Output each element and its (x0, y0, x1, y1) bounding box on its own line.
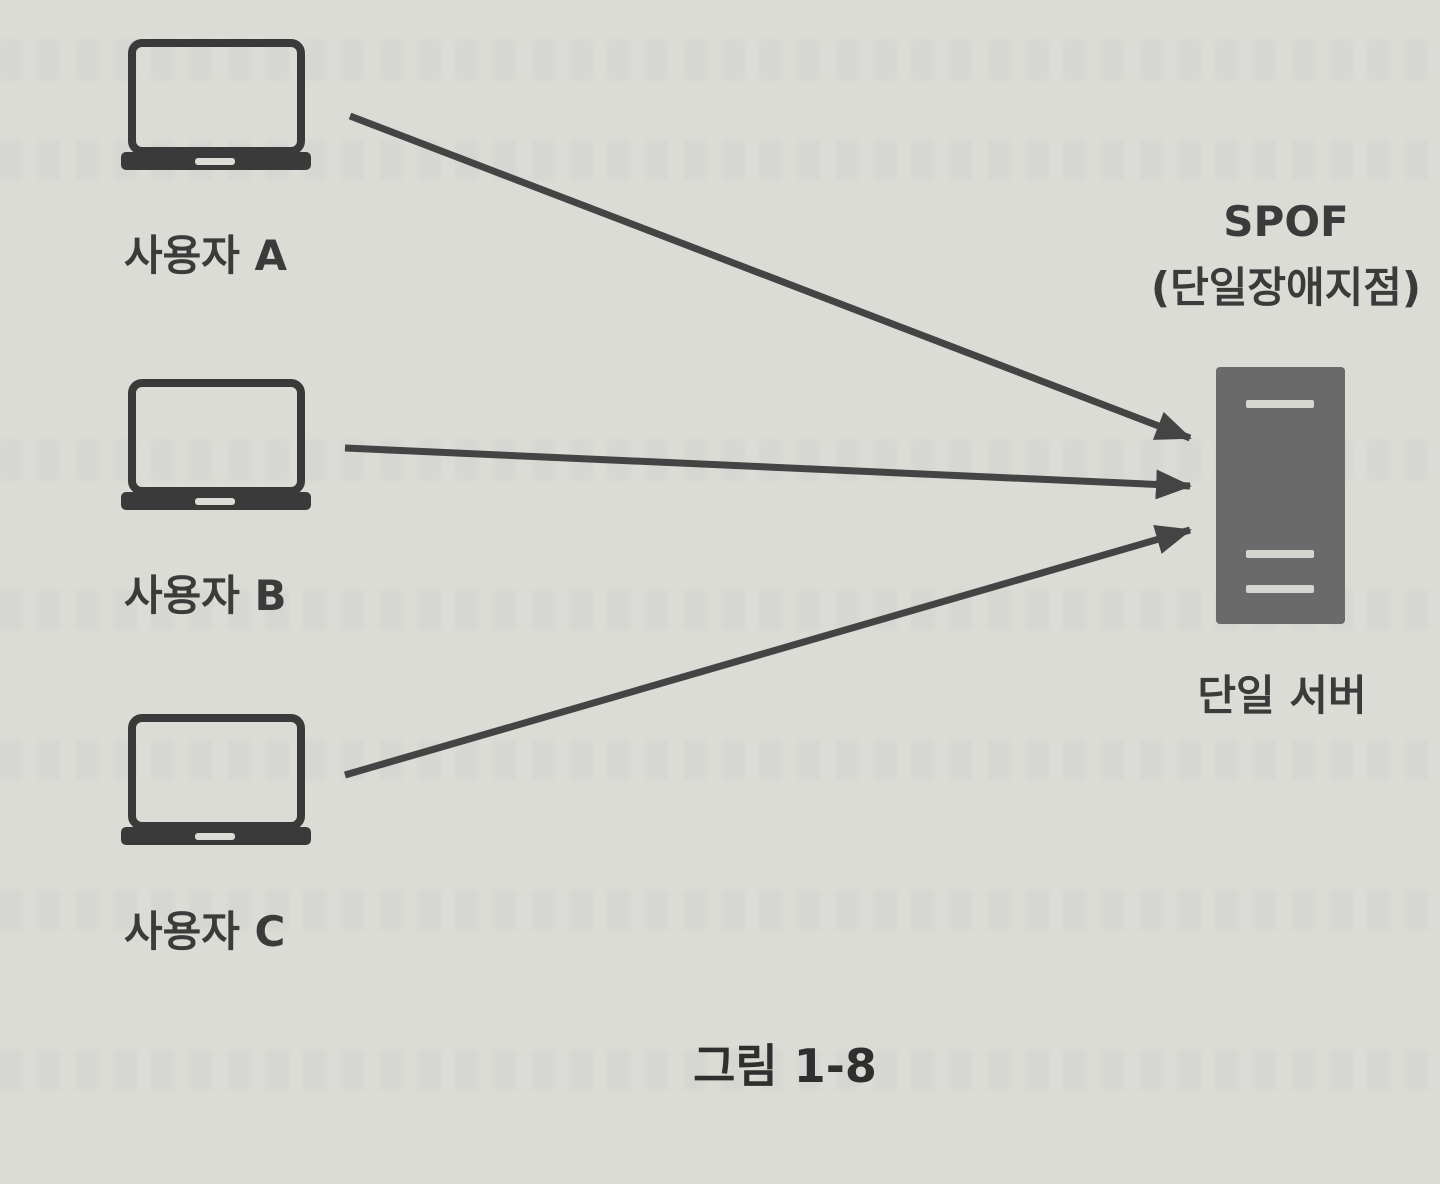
arrow-user-b-to-server (344, 444, 1192, 500)
user-c-label: 사용자 C (124, 907, 286, 956)
laptop-icon-user-b (121, 379, 311, 510)
bleed-through-text-3 (0, 440, 1440, 480)
arrow-user-c-to-server (344, 525, 1192, 779)
bleed-through-text-6 (0, 890, 1440, 930)
arrow-user-a-to-server (348, 112, 1192, 442)
laptop-icon-user-c (121, 714, 311, 845)
user-a-label: 사용자 A (124, 231, 288, 280)
laptop-icon-user-a (121, 39, 311, 170)
bleed-through-text-7 (0, 1050, 1440, 1090)
bleed-through-text-4 (0, 590, 1440, 630)
figure-caption: 그림 1-8 (693, 1039, 877, 1093)
bleed-through-text-5 (0, 740, 1440, 780)
spof-subtitle: (단일장애지점) (1150, 263, 1422, 312)
server-icon (1216, 367, 1345, 624)
user-b-label: 사용자 B (124, 571, 287, 620)
spof-title: SPOF (1223, 197, 1349, 246)
server-label: 단일 서버 (1197, 671, 1367, 720)
